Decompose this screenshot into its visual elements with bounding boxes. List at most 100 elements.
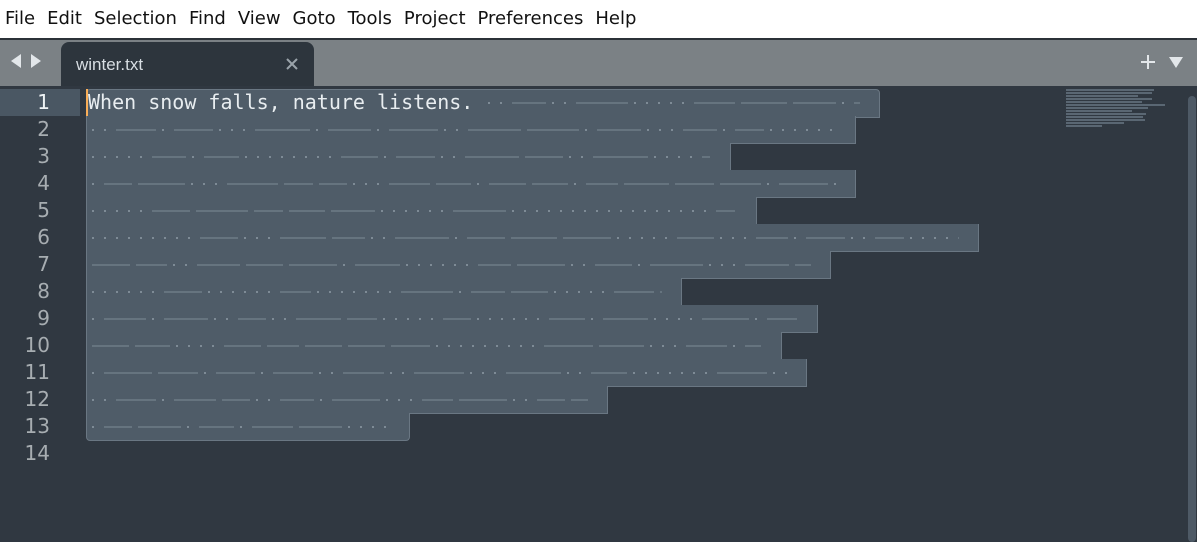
space-marker: [377, 129, 379, 131]
space-marker: [436, 345, 438, 347]
editor-area[interactable]: 1 2 3 4 5 6 7 8 9 10 11 12 13 14 When sn…: [0, 86, 1197, 542]
space-marker: [220, 291, 222, 293]
menu-tools[interactable]: Tools: [347, 8, 392, 29]
space-marker: [654, 318, 656, 320]
minimap-line: [1066, 101, 1142, 103]
space-marker: [454, 264, 456, 266]
space-marker: [128, 237, 130, 239]
space-marker: [525, 318, 527, 320]
space-marker: [187, 426, 189, 428]
minimap[interactable]: [1066, 89, 1166, 129]
line-number: 6: [37, 225, 50, 249]
space-marker: [678, 156, 680, 158]
space-marker: [176, 237, 178, 239]
space-marker: [152, 237, 154, 239]
scrollbar-thumb[interactable]: [1188, 96, 1196, 542]
minimap-line: [1066, 92, 1152, 94]
space-marker: [316, 129, 318, 131]
space-marker: [608, 210, 610, 212]
space-marker: [617, 237, 619, 239]
menu-preferences[interactable]: Preferences: [477, 8, 584, 29]
space-marker: [256, 399, 258, 401]
space-marker: [383, 237, 385, 239]
space-marker: [92, 183, 94, 185]
menu-find[interactable]: Find: [188, 8, 226, 29]
line-number: 13: [24, 414, 50, 438]
space-marker: [692, 210, 694, 212]
menu-project[interactable]: Project: [403, 8, 466, 29]
space-marker: [293, 156, 295, 158]
chevron-right-icon[interactable]: [28, 50, 44, 72]
space-marker: [215, 183, 217, 185]
space-marker: [92, 156, 94, 158]
menu-help[interactable]: Help: [595, 8, 637, 29]
space-marker: [453, 156, 455, 158]
minimap-line: [1066, 104, 1165, 106]
menu-bar: File Edit Selection Find View Goto Tools…: [0, 0, 1197, 38]
chevron-left-icon[interactable]: [8, 50, 24, 72]
line-number: 4: [37, 171, 50, 195]
line-number: 11: [24, 360, 50, 384]
space-marker: [633, 372, 635, 374]
space-marker: [665, 237, 667, 239]
space-marker: [104, 399, 106, 401]
vertical-scrollbar[interactable]: [1187, 94, 1197, 542]
space-marker: [377, 291, 379, 293]
space-marker: [466, 264, 468, 266]
minimap-line: [1066, 89, 1154, 91]
space-marker: [830, 129, 832, 131]
space-marker: [581, 156, 583, 158]
minimap-line: [1066, 119, 1145, 121]
chevron-down-icon[interactable]: [1167, 51, 1185, 73]
space-marker: [92, 372, 94, 374]
space-marker: [226, 318, 228, 320]
space-marker: [268, 237, 270, 239]
space-marker: [554, 291, 556, 293]
space-marker: [188, 345, 190, 347]
space-marker: [569, 156, 571, 158]
space-marker: [173, 264, 175, 266]
menu-goto[interactable]: Goto: [292, 8, 336, 29]
space-marker: [477, 183, 479, 185]
space-marker: [647, 129, 649, 131]
line-number: 7: [37, 252, 50, 276]
space-marker: [818, 129, 820, 131]
space-marker: [128, 156, 130, 158]
space-marker: [448, 345, 450, 347]
close-icon[interactable]: [282, 54, 302, 74]
space-marker: [116, 156, 118, 158]
menu-selection[interactable]: Selection: [93, 8, 177, 29]
space-marker: [455, 237, 457, 239]
space-marker: [645, 372, 647, 374]
menu-edit[interactable]: Edit: [47, 8, 82, 29]
minimap-line: [1066, 110, 1132, 112]
space-marker: [494, 372, 496, 374]
space-marker: [863, 237, 865, 239]
space-marker: [690, 156, 692, 158]
space-marker: [410, 399, 412, 401]
tab-winter-txt[interactable]: winter.txt: [61, 42, 314, 86]
space-marker: [851, 237, 853, 239]
space-marker: [571, 264, 573, 266]
menu-file[interactable]: File: [5, 8, 36, 29]
space-marker: [176, 345, 178, 347]
space-marker: [496, 345, 498, 347]
plus-icon[interactable]: [1139, 51, 1157, 73]
tab-label: winter.txt: [76, 55, 144, 74]
menu-view[interactable]: View: [237, 8, 281, 29]
text-caret: [86, 89, 88, 116]
space-marker: [430, 264, 432, 266]
space-marker: [431, 318, 433, 320]
space-marker: [341, 291, 343, 293]
space-marker: [641, 237, 643, 239]
space-marker: [500, 102, 502, 104]
space-marker: [472, 345, 474, 347]
space-marker: [116, 291, 118, 293]
space-marker: [372, 426, 374, 428]
space-marker: [578, 291, 580, 293]
space-marker: [634, 102, 636, 104]
space-marker: [268, 399, 270, 401]
minimap-line: [1066, 98, 1152, 100]
space-marker: [681, 372, 683, 374]
space-marker: [934, 237, 936, 239]
